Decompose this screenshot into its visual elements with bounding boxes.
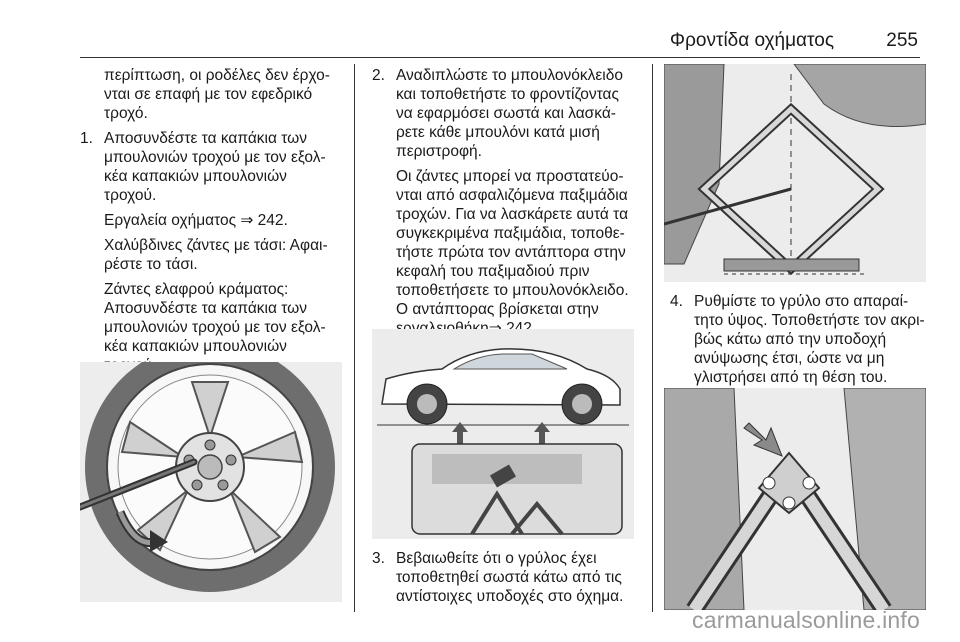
header-divider <box>80 57 920 58</box>
column-2-bottom: 3. Βεβαιωθείτε ότι ο γρύλος έχει τοποθετ… <box>372 549 647 612</box>
column-3: 4. Ρυθμίστε το γρύλο στο απαραί- τητο ύψ… <box>670 292 932 393</box>
wheel-illustration <box>80 362 342 602</box>
step-number: 3. <box>372 550 385 567</box>
step-number: 1. <box>80 130 93 147</box>
tools-reference: Εργαλεία οχήματος ⇒ 242. <box>104 212 288 229</box>
column-2: 2. Αναδιπλώστε το μπουλονόκλειδο και τοπ… <box>372 66 647 344</box>
steel-wheels-text: Χαλύβδινες ζάντες με τάσι: Αφαι- ρέστε τ… <box>104 237 328 273</box>
step-1: 1. Αποσυνδέστε τα καπάκια των μπουλονιών… <box>80 130 326 204</box>
scissor-jack-illustration <box>664 64 926 282</box>
step-2: 2. Αναδιπλώστε το μπουλονόκλειδο και τοπ… <box>372 67 623 160</box>
car-jack-points-illustration <box>372 329 634 539</box>
wheel-lock-note: Οι ζάντες μπορεί να προστατεύο- νται από… <box>396 168 629 337</box>
jack-head-closeup-illustration <box>664 388 926 610</box>
alloy-wheels-text: Ζάντες ελαφρού κράματος: Αποσυνδέστε τα … <box>104 281 326 374</box>
column-1: περίπτωση, οι ροδέλες δεν έρχο- νται σε … <box>80 66 345 381</box>
column-divider-1 <box>354 64 355 612</box>
page-number: 255 <box>886 30 918 51</box>
step-3: 3. Βεβαιωθείτε ότι ο γρύλος έχει τοποθετ… <box>372 550 624 605</box>
step-4: 4. Ρυθμίστε το γρύλο στο απαραί- τητο ύψ… <box>670 293 925 386</box>
step-number: 2. <box>372 67 385 84</box>
section-title: Φροντίδα οχήματος <box>669 30 834 51</box>
column-divider-2 <box>652 64 653 612</box>
continuation-text: περίπτωση, οι ροδέλες δεν έρχο- νται σε … <box>104 67 330 122</box>
step-number: 4. <box>670 293 683 310</box>
watermark: carmanualsonline.info <box>692 607 920 633</box>
